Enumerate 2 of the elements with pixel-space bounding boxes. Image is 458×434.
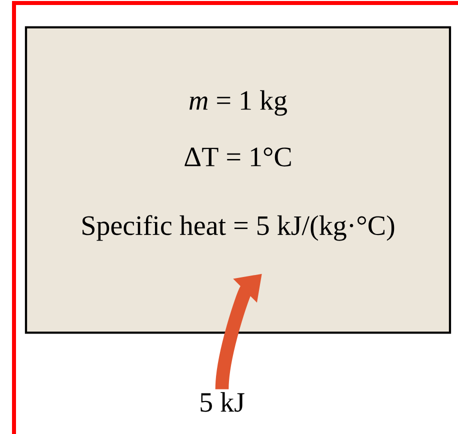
specimen-box: m = 1 kg ΔT = 1°C Specific heat = 5 kJ/(kg·°C) (24, 26, 452, 334)
energy-label: 5 kJ (200, 392, 244, 412)
